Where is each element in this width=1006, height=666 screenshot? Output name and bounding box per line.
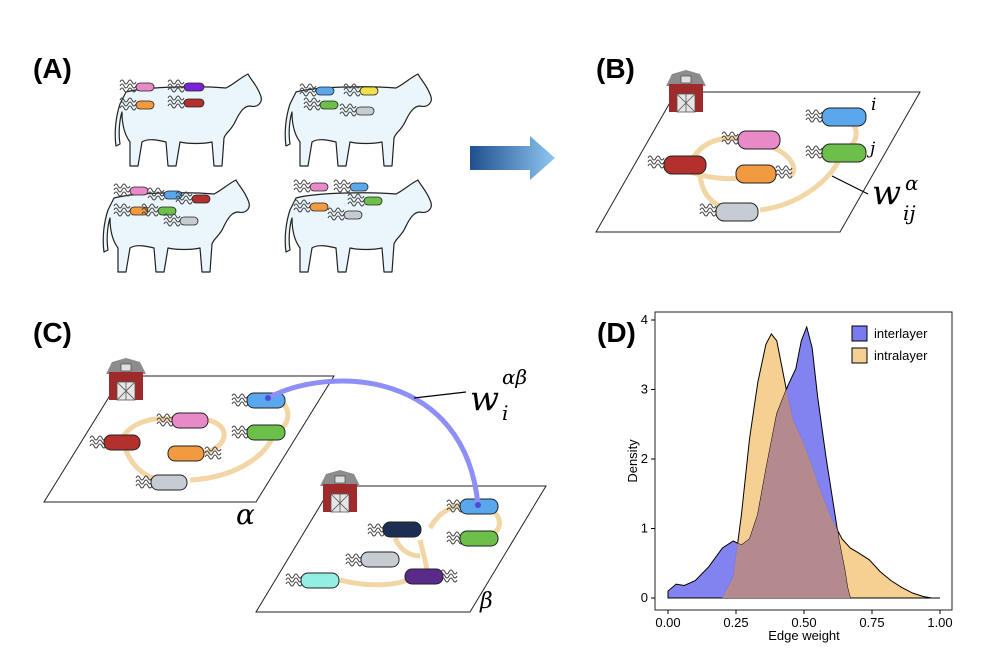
x-axis-label: Edge weight	[768, 628, 840, 643]
cow-icon	[284, 73, 432, 167]
node-j-label: j	[866, 139, 876, 159]
legend-swatch-intralayer	[851, 347, 868, 364]
x-tick-label: 0.50	[791, 615, 816, 630]
y-tick-label: 3	[641, 382, 648, 397]
layer-alpha-plane	[43, 375, 335, 503]
layer-beta-label: β	[479, 589, 493, 614]
x-tick-label: 0.25	[723, 615, 748, 630]
node-i-label: i	[871, 95, 876, 115]
x-tick-label: 1.00	[927, 615, 952, 630]
weight-w-label: w	[872, 173, 901, 213]
arrow-icon	[470, 136, 555, 180]
cow-icon	[284, 179, 432, 273]
panel-d-label: (D)	[597, 317, 636, 348]
weight-w-label-c: w	[470, 379, 499, 419]
cow-icon	[114, 73, 262, 167]
y-tick-label: 1	[641, 521, 648, 536]
layer-alpha-label: α	[236, 498, 255, 531]
bacteria-network-beta	[285, 498, 499, 589]
panel-c-label: (C)	[33, 317, 72, 348]
cow-icon	[102, 179, 250, 273]
legend: interlayer intralayer	[851, 325, 928, 364]
y-tick-label: 4	[641, 312, 648, 327]
y-axis-label: Density	[625, 439, 640, 483]
y-tick-label: 2	[641, 451, 648, 466]
x-tick-label: 0.00	[655, 615, 680, 630]
legend-label-intralayer: intralayer	[874, 348, 928, 363]
weight-pointer-c	[413, 391, 467, 399]
barn-icon	[105, 357, 147, 401]
weight-alphabeta-sup: αβ	[502, 365, 527, 389]
cow-group	[102, 73, 432, 273]
network-plane-b	[595, 91, 921, 233]
barn-icon	[665, 69, 707, 113]
legend-label-interlayer: interlayer	[874, 326, 928, 341]
y-tick-label: 0	[641, 590, 648, 605]
weight-alpha-sup: α	[905, 171, 919, 195]
bacteria-network-alpha	[89, 392, 286, 491]
panel-b-label: (B)	[596, 53, 635, 84]
weight-pointer-b	[831, 175, 869, 195]
interlayer-edge	[266, 378, 481, 506]
weight-ij-sub: ij	[903, 201, 916, 225]
bacteria-network-b	[647, 107, 867, 222]
x-tick-label: 0.75	[859, 615, 884, 630]
panel-a-label: (A)	[33, 53, 72, 84]
legend-swatch-interlayer	[851, 325, 868, 342]
density-chart: 0.00 0.25 0.50 0.75 1.00 0 1 2 3 4 Edge weight De…	[625, 311, 953, 643]
weight-i-sub: i	[502, 401, 508, 425]
barn-icon	[319, 469, 361, 513]
